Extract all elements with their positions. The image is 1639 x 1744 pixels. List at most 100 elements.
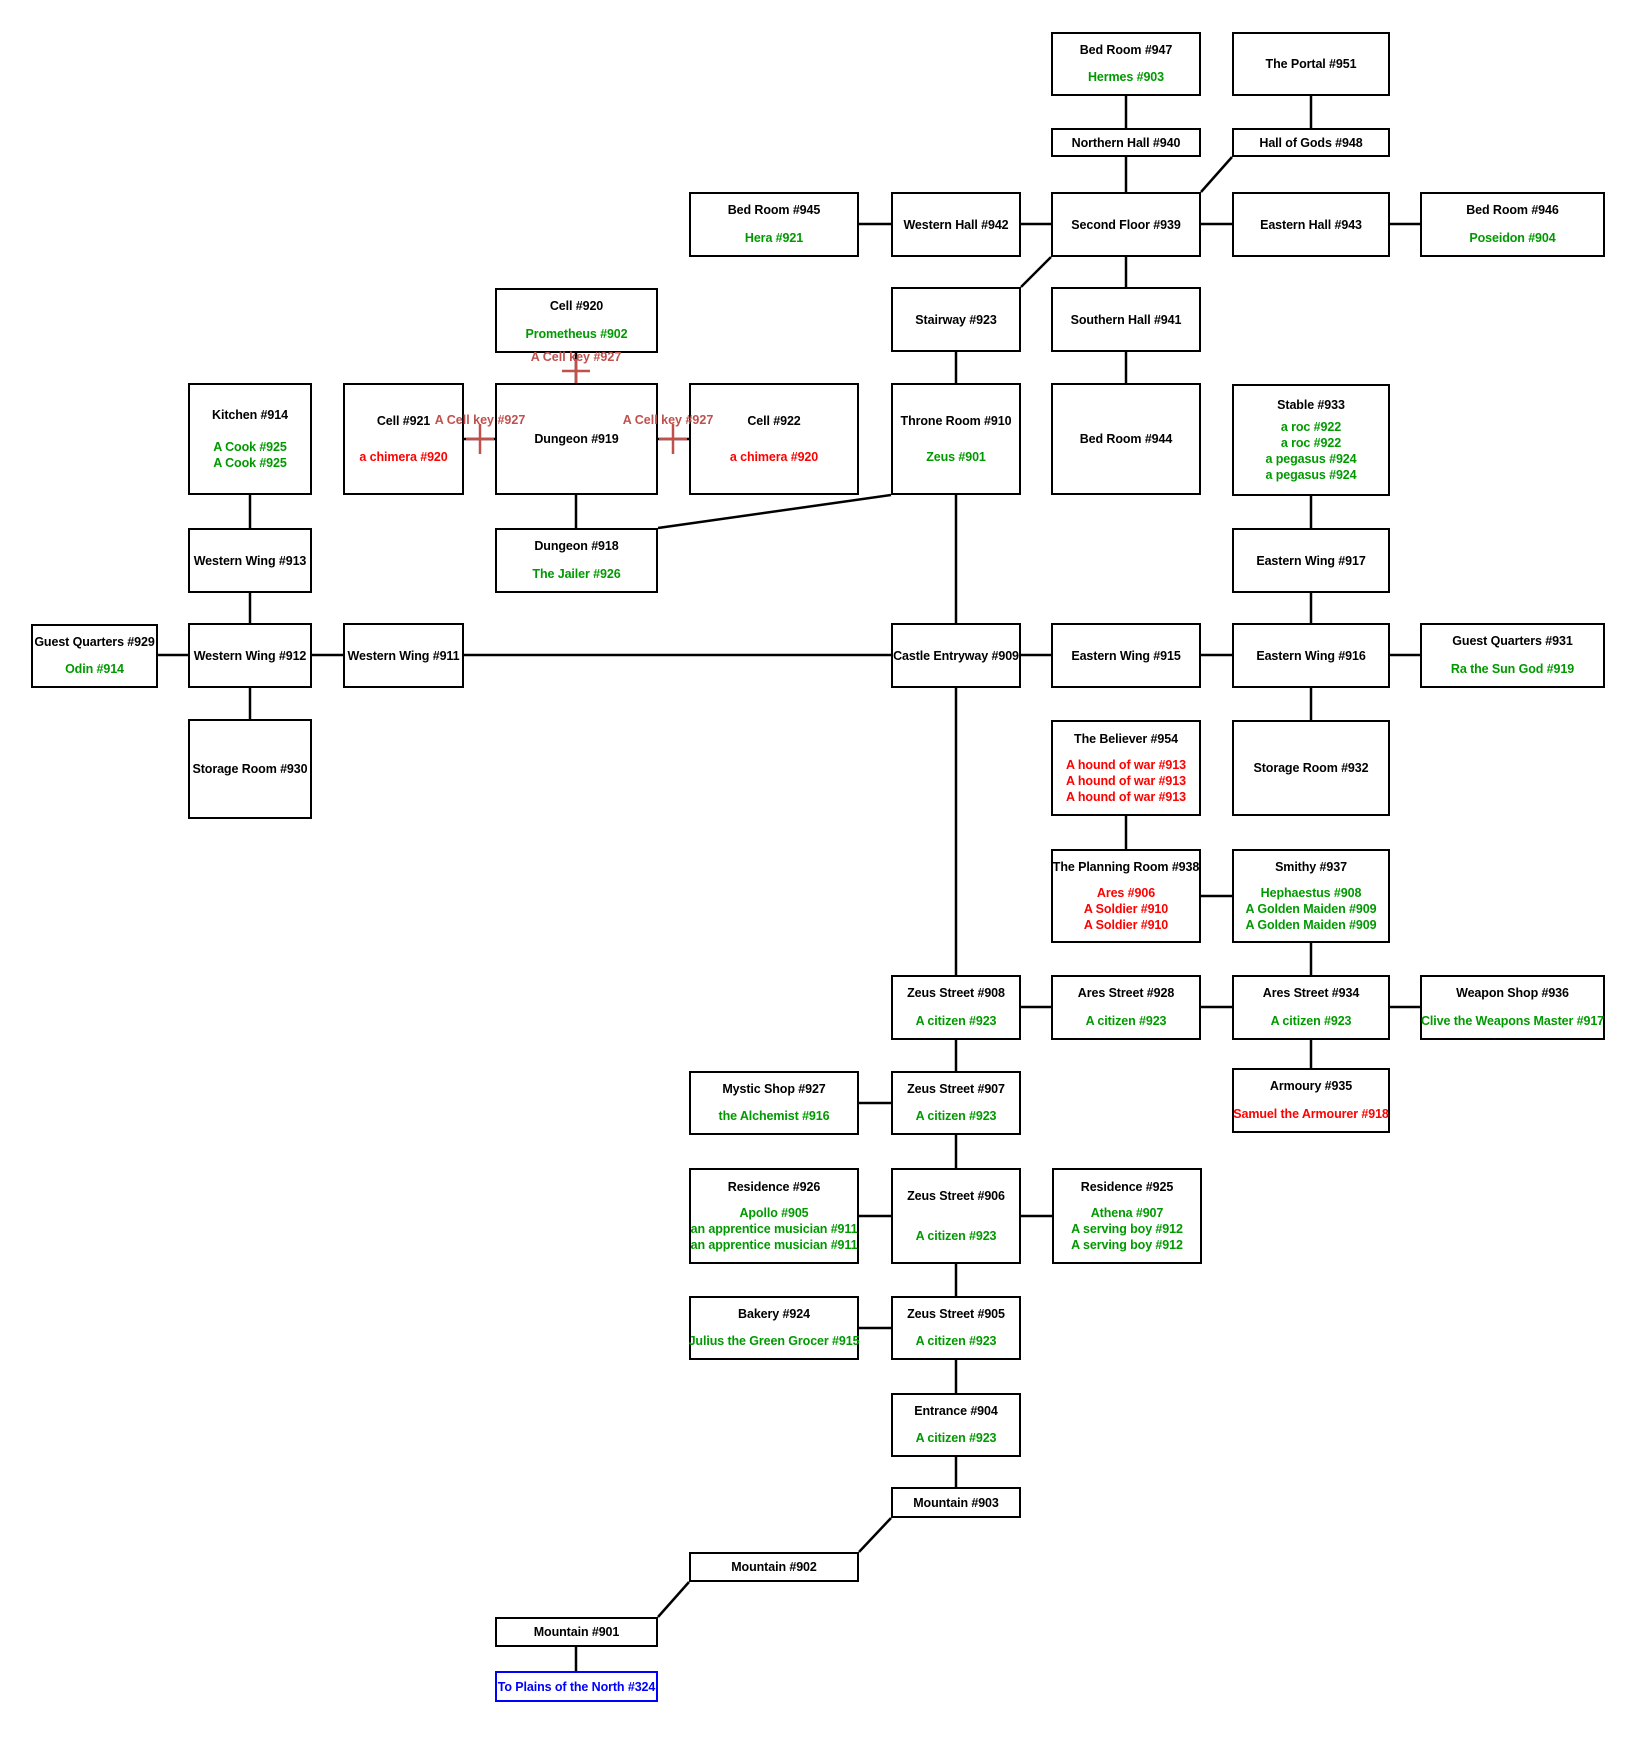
room-to-plains-of-the-north-324[interactable]: To Plains of the North #324 [495,1671,658,1702]
npc-line: Ra the Sun God #919 [1450,662,1575,676]
npc-line: a pegasus #924 [1265,468,1357,482]
room-dungeon-919[interactable]: Dungeon #919 [495,383,658,495]
room-castle-entryway-909[interactable]: Castle Entryway #909 [891,623,1021,688]
room-name: Western Wing #911 [347,648,460,663]
room-name: Castle Entryway #909 [893,648,1019,663]
room-name: Bed Room #947 [1079,43,1173,57]
room-eastern-wing-916[interactable]: Eastern Wing #916 [1232,623,1390,688]
room-storage-room-932[interactable]: Storage Room #932 [1232,720,1390,816]
room-western-wing-911[interactable]: Western Wing #911 [343,623,464,688]
room-name: Kitchen #914 [212,408,288,422]
room-mountain-902[interactable]: Mountain #902 [689,1552,859,1582]
npc-line: an apprentice musician #911 [690,1238,858,1252]
npc-line: a roc #922 [1280,420,1342,434]
room-name: Bakery #924 [738,1307,810,1321]
room-name: Guest Quarters #931 [1452,634,1573,648]
room-hall-of-gods-948[interactable]: Hall of Gods #948 [1232,128,1390,157]
npc-list: Samuel the Armourer #918 [1233,1106,1389,1122]
room-western-hall-942[interactable]: Western Hall #942 [891,192,1021,257]
npc-line: Odin #914 [65,662,124,676]
room-eastern-hall-943[interactable]: Eastern Hall #943 [1232,192,1390,257]
room-mountain-901[interactable]: Mountain #901 [495,1617,658,1647]
room-name: Storage Room #930 [192,762,308,776]
npc-list: A citizen #923 [916,1108,997,1124]
room-name: Zeus Street #908 [907,986,1005,1000]
room-eastern-wing-917[interactable]: Eastern Wing #917 [1232,528,1390,593]
room-name: Stairway #923 [915,312,997,327]
room-northern-hall-940[interactable]: Northern Hall #940 [1051,128,1201,157]
npc-line: Zeus #901 [926,450,986,464]
npc-line: The Jailer #926 [532,567,621,581]
room-eastern-wing-915[interactable]: Eastern Wing #915 [1051,623,1201,688]
npc-line: A hound of war #913 [1066,790,1186,804]
npc-line: a chimera #920 [729,450,819,464]
room-western-wing-912[interactable]: Western Wing #912 [188,623,312,688]
room-name: Ares Street #934 [1262,986,1360,1000]
room-mountain-903[interactable]: Mountain #903 [891,1487,1021,1518]
room-bed-room-944[interactable]: Bed Room #944 [1051,383,1201,495]
room-second-floor-939[interactable]: Second Floor #939 [1051,192,1201,257]
npc-line: A Soldier #910 [1083,902,1169,916]
npc-line: A citizen #923 [1270,1014,1352,1028]
npc-list: Hermes #903 [1088,69,1164,85]
room-name: Eastern Wing #917 [1256,553,1366,568]
room-name: Residence #925 [1080,1180,1174,1194]
npc-list: A citizen #923 [916,1013,997,1029]
npc-line: A Golden Maiden #909 [1245,918,1377,932]
room-western-wing-913[interactable]: Western Wing #913 [188,528,312,593]
npc-line: Apollo #905 [739,1206,809,1220]
room-name: Storage Room #932 [1253,761,1369,775]
room-ares-street-934[interactable]: Ares Street #934 A citizen #923 [1232,975,1390,1040]
npc-line: A citizen #923 [915,1229,997,1243]
npc-line: A Cook #925 [213,440,287,454]
room-name: The Planning Room #938 [1052,860,1200,874]
room-name: Western Wing #913 [193,553,307,568]
room-storage-room-930[interactable]: Storage Room #930 [188,719,312,819]
room-southern-hall-941[interactable]: Southern Hall #941 [1051,287,1201,352]
npc-line: Samuel the Armourer #918 [1233,1107,1389,1121]
npc-line: A Golden Maiden #909 [1245,902,1377,916]
room-name: Southern Hall #941 [1070,312,1182,327]
room-name: Mountain #902 [731,1560,817,1574]
npc-line: Hera #921 [744,231,804,245]
npc-line: A citizen #923 [915,1334,997,1348]
room-name: Mountain #901 [533,1625,620,1639]
room-stairway-923[interactable]: Stairway #923 [891,287,1021,352]
room-the-portal-951[interactable]: The Portal #951 [1232,32,1390,96]
room-name: Western Wing #912 [193,648,307,663]
room-guest-quarters-931[interactable]: Guest Quarters #931 Ra the Sun God #919 [1420,623,1605,688]
room-name: Eastern Wing #915 [1071,648,1181,663]
room-zeus-street-908[interactable]: Zeus Street #908 A citizen #923 [891,975,1021,1040]
map-edge [1020,256,1052,288]
npc-line: Julius the Green Grocer #915 [688,1334,860,1348]
npc-list: Prometheus #902 [525,326,627,342]
npc-line: A hound of war #913 [1066,774,1186,788]
